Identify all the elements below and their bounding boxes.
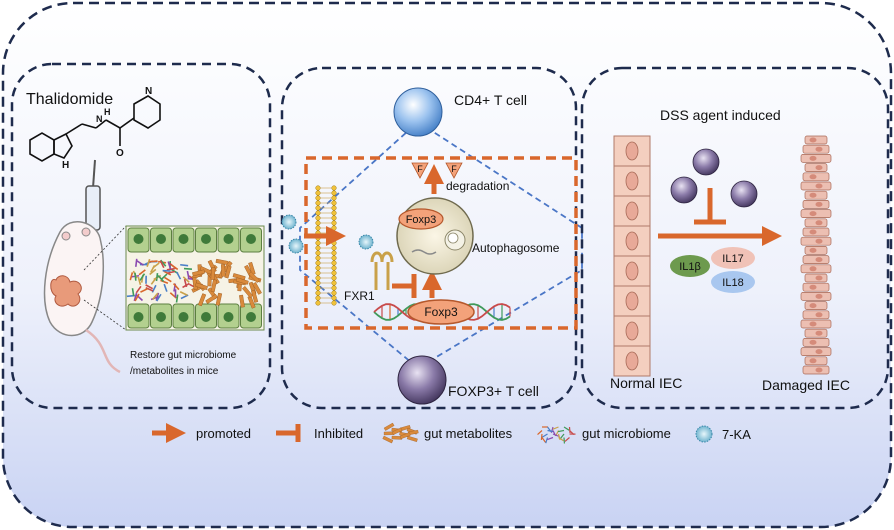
legend-metabolites-icon [382, 422, 419, 444]
foxp3-cell-icon [397, 355, 447, 405]
orange-dashed-box [304, 156, 578, 330]
immune-cell-icon-1 [692, 148, 720, 176]
dss-title: DSS agent induced [660, 107, 781, 123]
degradation-label: degradation [446, 179, 509, 193]
autophagosome-label: Autophagosome [472, 241, 560, 255]
intestine-section [83, 225, 265, 331]
legend-7ka-label: 7-KA [722, 427, 751, 442]
cytokine-il1b-label: IL1β [679, 261, 701, 273]
nh-label-2: H [104, 107, 111, 117]
foxp3-protein-lower [407, 299, 475, 325]
cd4-label: CD4+ T cell [454, 92, 527, 108]
foxp3-upper-label: Foxp3 [406, 214, 437, 226]
legend-promoted-label: promoted [196, 426, 251, 441]
foxp3-cell-label: FOXP3+ T cell [448, 383, 539, 399]
normal-iec-label: Normal IEC [610, 375, 682, 391]
legend-metabolites-label: gut metabolites [424, 426, 513, 441]
7-ka-molecules [281, 214, 374, 254]
legend-microbiome-label: gut microbiome [582, 426, 671, 441]
cytokine-il17 [711, 247, 755, 269]
foxp3-protein-upper [398, 208, 444, 230]
cd4-cell-icon [393, 87, 443, 137]
legend-7ka-icon [695, 425, 713, 443]
mouse-icon [43, 221, 121, 374]
thalidomide-title: Thalidomide [26, 91, 113, 108]
cytokine-il17-label: IL17 [722, 253, 743, 265]
fragment-label-1: F [417, 164, 423, 174]
immune-cell-icon-3 [730, 180, 758, 208]
cell-membrane [315, 185, 337, 306]
cytokine-il18 [711, 271, 755, 293]
molecule-structure-icon [29, 95, 161, 162]
protein-fragment-icon [411, 162, 463, 179]
nh-label: H [62, 160, 69, 171]
left-panel: Thalidomide H N H O N [10, 62, 272, 410]
cytokine-il1b [670, 255, 710, 277]
damaged-iec-column [800, 135, 832, 375]
legend-inhibited-label: Inhibited [314, 426, 363, 441]
middle-panel: CD4+ T cell FOXP3+ T cell FXR1 Foxp3 [280, 66, 583, 410]
normal-iec-column [613, 135, 651, 377]
damaged-iec-label: Damaged IEC [762, 377, 850, 393]
fragment-label-2: F [451, 164, 457, 174]
caption-line-1: Restore gut microbiome [130, 350, 237, 361]
o-label: O [116, 148, 124, 159]
foxp3-lower-label: Foxp3 [424, 305, 458, 319]
n-label: N [96, 114, 103, 124]
fxr1-label: FXR1 [344, 289, 375, 303]
right-panel-border [580, 66, 890, 410]
fxr1-receptor-icon [370, 251, 394, 290]
right-panel: DSS agent induced IL1β IL17 IL18 Normal … [580, 66, 890, 410]
middle-panel-border [280, 66, 578, 410]
legend-microbiome-icon [537, 426, 576, 444]
legend: promoted Inhibited gut metabolites gut m… [152, 422, 751, 444]
cytokine-il18-label: IL18 [722, 277, 743, 289]
vesicle-icon [411, 229, 466, 255]
caption-line-2: /metabolites in mice [130, 366, 219, 377]
immune-cell-icon-2 [670, 176, 698, 204]
pyridine-n-label: N [145, 86, 152, 97]
